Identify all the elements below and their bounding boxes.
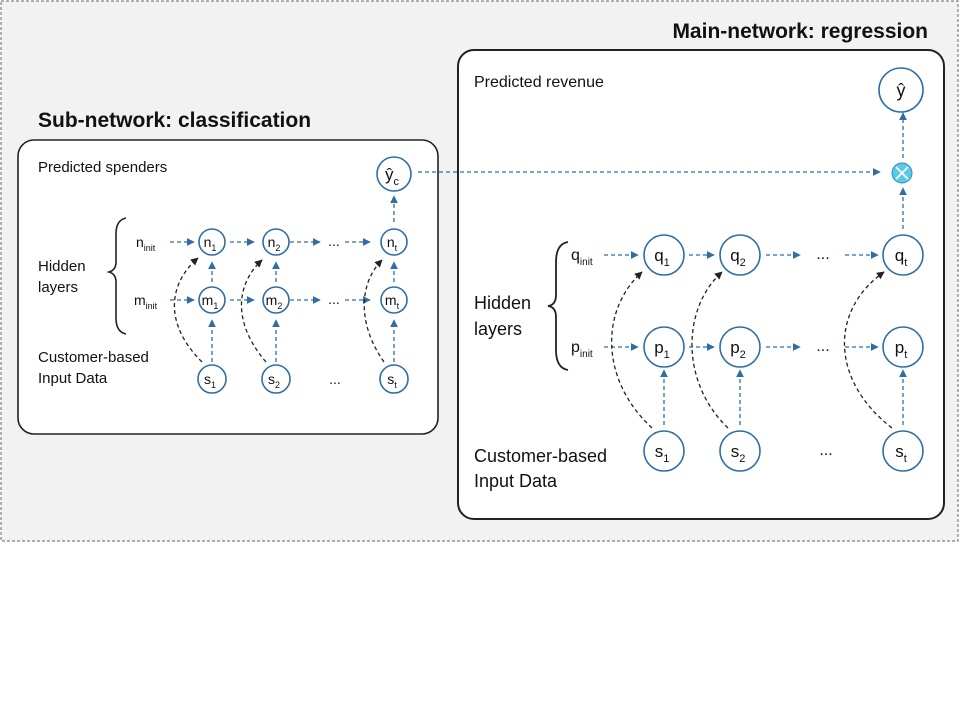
main-node-qt-label: qt: [895, 246, 908, 269]
sub-ellipsis-s: ...: [329, 371, 341, 387]
main-node-pt-label: pt: [895, 338, 908, 361]
main-q-init-label: qinit: [571, 247, 593, 268]
sub-ellipsis-n: ...: [328, 233, 340, 249]
main-node-s1: s1: [643, 430, 685, 472]
sub-node-n1: n1: [198, 228, 226, 256]
sub-m-init-label: minit: [134, 292, 158, 311]
sub-node-n1-label: n1: [204, 234, 217, 253]
sub-node-st: st: [379, 364, 409, 394]
sub-input-label-2: Input Data: [38, 370, 108, 387]
main-node-p2: p2: [719, 326, 761, 368]
main-node-pt: pt: [882, 326, 924, 368]
main-node-s1-label: s1: [655, 442, 670, 465]
main-node-s2-label: s2: [731, 442, 746, 465]
sub-n-init-label: ninit: [136, 234, 156, 253]
main-node-q2-label: q2: [730, 246, 746, 269]
sub-node-nt: nt: [380, 228, 408, 256]
sub-node-m1-label: m1: [202, 292, 219, 311]
sub-hidden-brace: [106, 217, 127, 335]
main-node-st-label: st: [895, 442, 907, 465]
sub-node-s2-label: s2: [268, 371, 280, 390]
sub-hidden-label-2: layers: [38, 279, 78, 296]
nodes-layer: ninit minit n1 n2 nt m1 m2 mt s1 s2 st ŷc......... q…: [134, 67, 924, 472]
main-node-p1-label: p1: [654, 338, 670, 361]
main-ellipsis-q: ...: [816, 246, 829, 263]
sub-node-n2-label: n2: [268, 234, 281, 253]
merge-node: [891, 162, 913, 184]
sub-node-st-label: st: [387, 371, 397, 390]
main-black-arrows: [611, 271, 893, 429]
main-node-q1: q1: [643, 234, 685, 276]
main-node-p1: p1: [643, 326, 685, 368]
main-node-qt: qt: [882, 234, 924, 276]
sub-input-label-1: Customer-based: [38, 349, 149, 366]
sub-output-node-label: ŷc: [385, 165, 400, 188]
sub-node-mt: mt: [380, 286, 408, 314]
main-hidden-label-1: Hidden: [474, 293, 531, 313]
sub-blue-arrows: [170, 195, 398, 362]
sub-node-m2: m2: [262, 286, 290, 314]
main-node-s2: s2: [719, 430, 761, 472]
sub-node-s1-label: s1: [204, 371, 216, 390]
main-hidden-label-2: layers: [474, 319, 522, 339]
main-network-box: [457, 49, 945, 520]
sub-output-label: Predicted spenders: [38, 159, 167, 176]
main-output-node: ŷ: [878, 67, 924, 113]
sub-node-m1: m1: [198, 286, 226, 314]
sub-node-n2: n2: [262, 228, 290, 256]
main-input-label-1: Customer-based: [474, 446, 607, 466]
sub-ellipsis-m: ...: [328, 291, 340, 307]
sub-output-node: ŷc: [376, 156, 412, 192]
sub-node-s1: s1: [197, 364, 227, 394]
sub-node-s2: s2: [261, 364, 291, 394]
main-output-node-label: ŷ: [897, 80, 906, 100]
sub-network-title: Sub-network: classification: [38, 109, 311, 132]
sub-node-m2-label: m2: [266, 292, 283, 311]
main-node-q2: q2: [719, 234, 761, 276]
main-network-title: Main-network: regression: [672, 20, 928, 43]
sub-hidden-label-1: Hidden: [38, 258, 86, 275]
main-ellipsis-p: ...: [816, 338, 829, 355]
main-hidden-brace: [547, 241, 569, 371]
main-blue-arrows: [604, 112, 907, 425]
sub-node-nt-label: nt: [387, 234, 398, 253]
main-output-label: Predicted revenue: [474, 74, 604, 91]
main-p-init-label: pinit: [571, 339, 593, 360]
main-node-st: st: [882, 430, 924, 472]
sub-node-mt-label: mt: [385, 292, 400, 311]
sub-network-box: [17, 139, 439, 435]
main-input-label-2: Input Data: [474, 471, 558, 491]
main-node-p2-label: p2: [730, 338, 746, 361]
main-ellipsis-s: ...: [819, 442, 832, 459]
main-node-q1-label: q1: [654, 246, 670, 269]
sub-black-arrows: [173, 257, 385, 363]
